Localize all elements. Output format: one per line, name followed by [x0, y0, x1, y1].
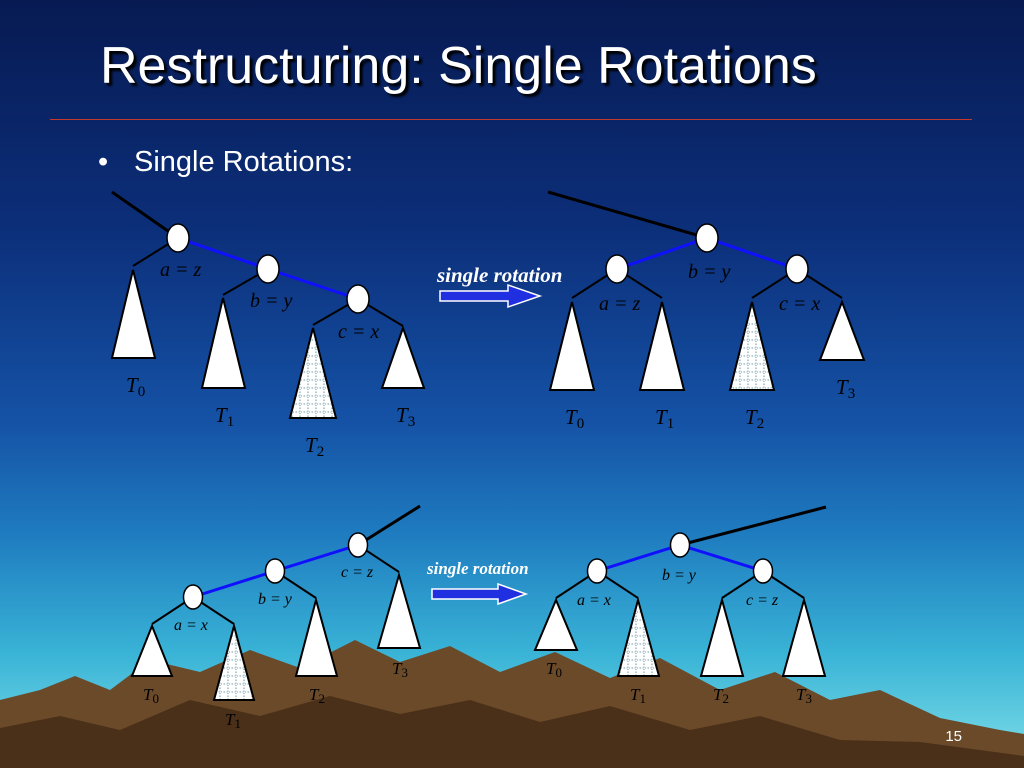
subtree-label: T2	[309, 685, 325, 706]
node-b	[695, 223, 719, 253]
node-label: b = y	[688, 261, 730, 283]
node-label: a = z	[160, 259, 201, 281]
subtree-label: T0	[126, 373, 145, 400]
node-a	[182, 584, 204, 610]
subtree-label: T2	[745, 405, 764, 432]
subtree-label: T3	[836, 375, 855, 402]
title-underline	[50, 119, 972, 120]
node-c	[347, 532, 369, 558]
subtree-t2	[728, 301, 776, 391]
subtree-t3	[818, 299, 866, 361]
subtree-label: T1	[655, 405, 674, 432]
node-b	[264, 558, 286, 584]
subtree-label: T0	[143, 685, 159, 706]
subtree-t1	[616, 596, 661, 677]
bullet-dot: •	[98, 146, 109, 178]
subtree-t3	[376, 571, 422, 649]
arrow-right-icon	[439, 283, 543, 309]
subtree-t0	[130, 623, 174, 677]
node-label: c = z	[341, 564, 374, 581]
subtree-t1	[200, 297, 247, 389]
tree-bottom-after: a = x b = y c = z T0 T1 T2 T3	[533, 505, 827, 706]
subtree-label: T3	[796, 685, 812, 706]
node-label: c = z	[746, 592, 779, 609]
rotation-arrow-top: single rotation	[436, 263, 562, 309]
node-b	[256, 254, 280, 284]
node-label: a = x	[174, 617, 208, 634]
node-a	[605, 254, 629, 284]
slide-title: Restructuring: Single Rotations	[100, 37, 817, 95]
rotation-label: single rotation	[436, 263, 562, 287]
node-label: a = z	[599, 293, 640, 315]
subtree-t2	[294, 596, 339, 677]
node-label: a = x	[577, 592, 611, 609]
subtree-t1	[212, 622, 256, 701]
tree-top-after: a = z b = y c = x T0 T1 T2 T3	[547, 190, 866, 432]
tree-top-before: a = z b = y c = x T0 T1 T2 T3	[110, 190, 426, 460]
node-label: b = y	[250, 290, 292, 312]
subtree-label: T0	[565, 405, 584, 432]
subtree-t3	[781, 596, 827, 677]
node-label: c = x	[779, 293, 820, 315]
subtree-t2	[699, 596, 745, 677]
subtree-t0	[110, 269, 157, 359]
subtree-t0	[548, 301, 596, 391]
subtree-label: T2	[305, 433, 324, 460]
node-b	[669, 532, 691, 558]
node-c	[752, 558, 774, 584]
subtree-label: T3	[392, 659, 408, 680]
subtree-label: T1	[215, 403, 234, 430]
page-number: 15	[945, 728, 962, 745]
subtree-label: T1	[225, 710, 241, 731]
subtree-label: T0	[546, 659, 562, 680]
subtree-t1	[638, 301, 686, 391]
bullet-item: • Single Rotations:	[98, 146, 353, 179]
node-label: b = y	[258, 591, 293, 608]
node-label: b = y	[662, 567, 697, 584]
node-label: c = x	[338, 321, 379, 343]
rotation-label: single rotation	[426, 559, 529, 578]
node-a	[166, 223, 190, 253]
subtree-label: T1	[630, 685, 646, 706]
tree-bottom-before: c = z b = y a = x T0 T1 T2 T3	[130, 504, 422, 731]
mountain-range	[0, 640, 1024, 768]
subtree-t0	[533, 597, 579, 651]
subtree-t2	[288, 327, 338, 419]
node-c	[346, 284, 370, 314]
arrow-right-icon	[431, 582, 529, 606]
subtree-t3	[380, 324, 426, 389]
node-a	[586, 558, 608, 584]
subtree-label: T3	[396, 403, 415, 430]
rotation-arrow-bottom: single rotation	[426, 559, 529, 606]
node-c	[785, 254, 809, 284]
bullet-text: Single Rotations:	[134, 146, 354, 178]
subtree-label: T2	[713, 685, 729, 706]
